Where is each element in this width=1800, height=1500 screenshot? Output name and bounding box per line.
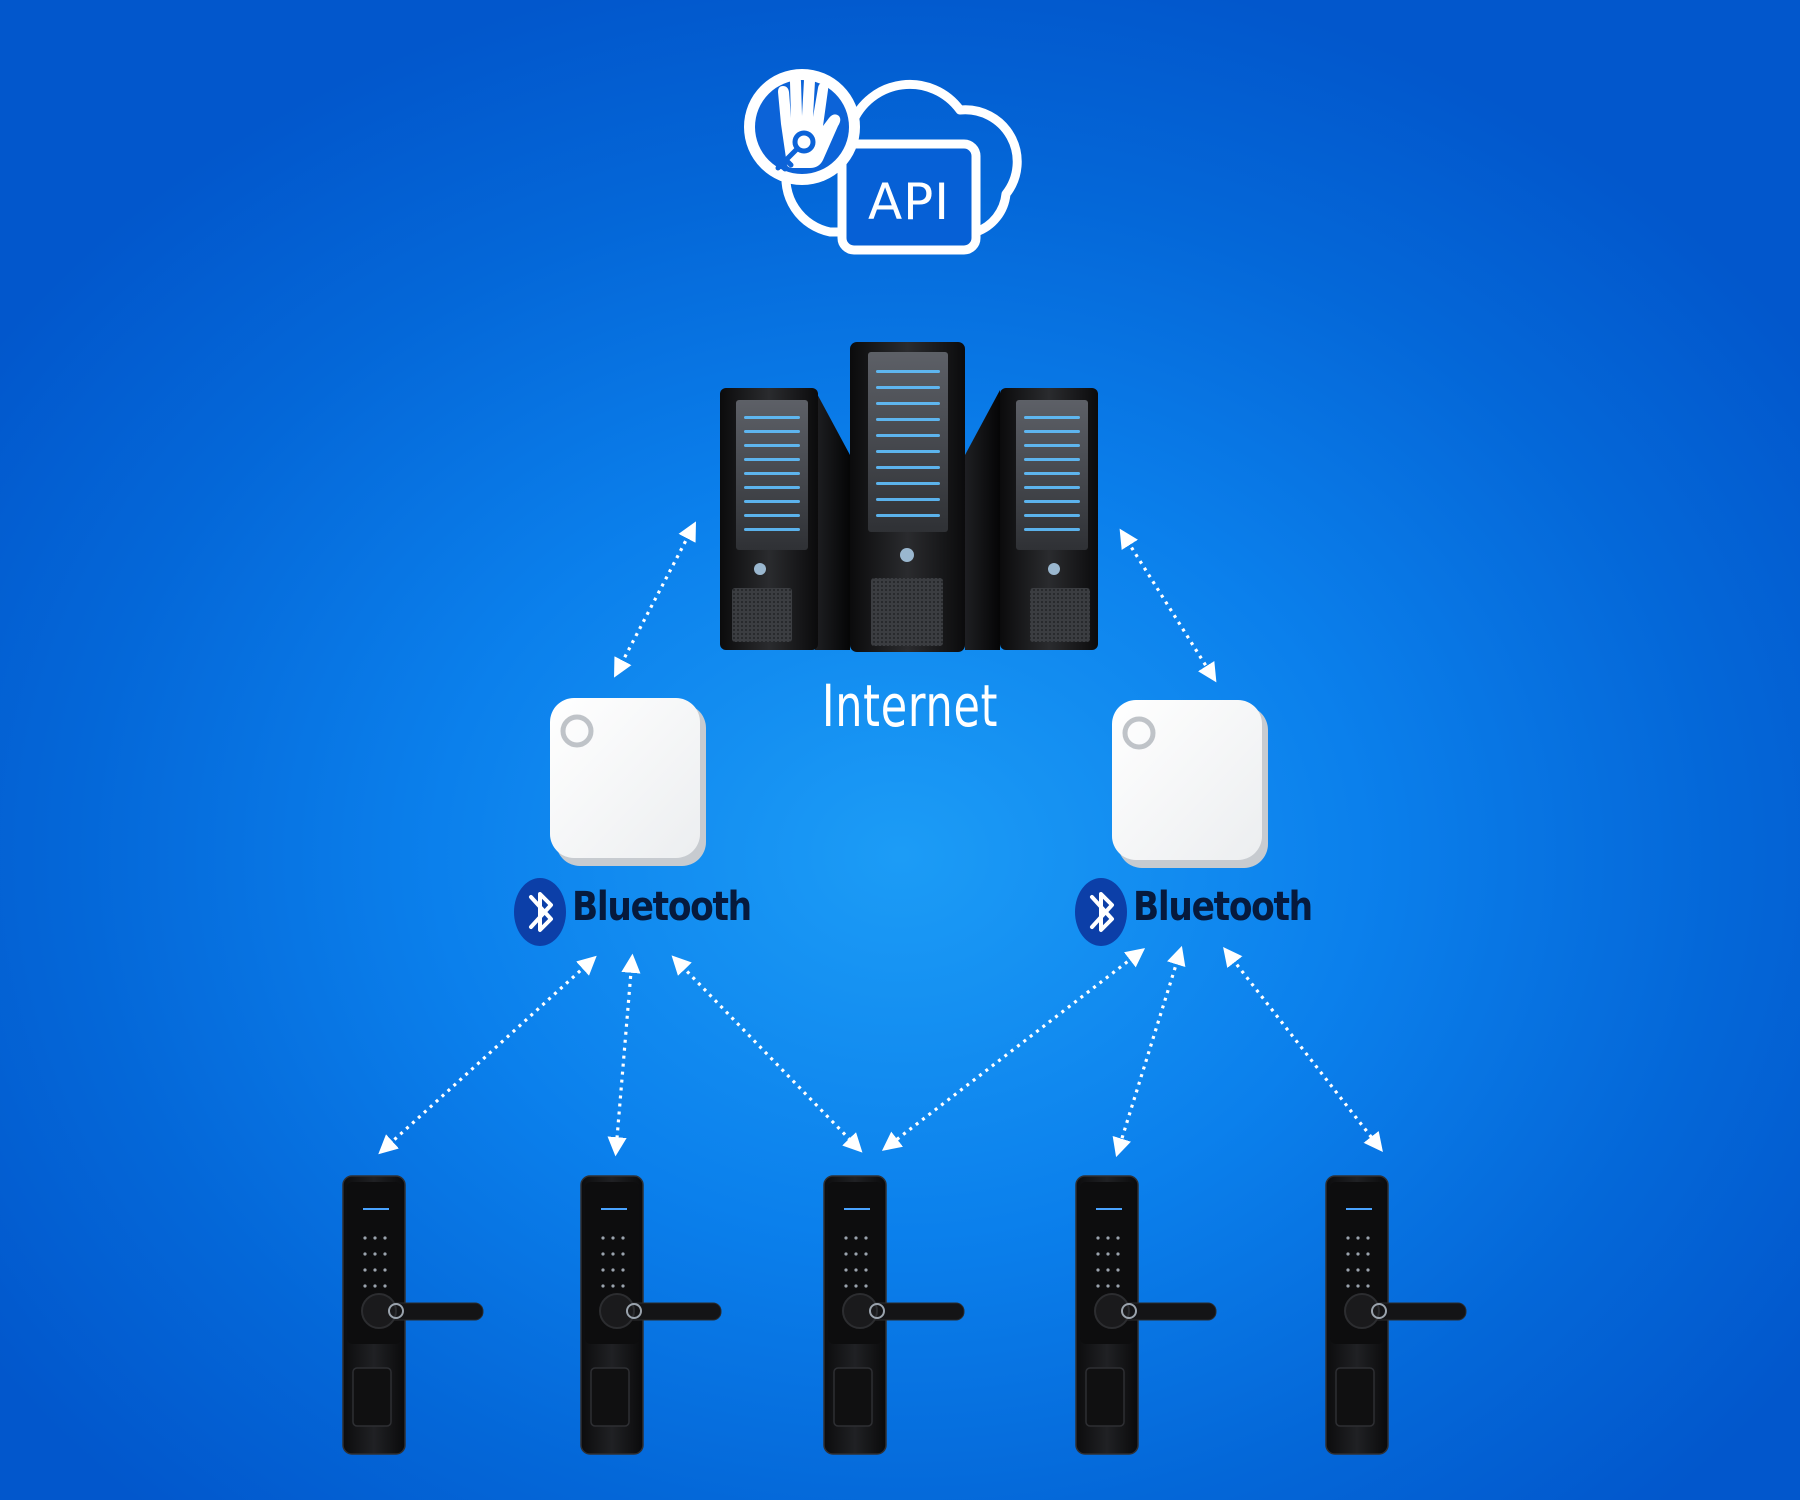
bluetooth-label-left: Bluetooth (572, 884, 780, 930)
smart-locks (342, 1175, 1467, 1455)
smart-lock-icon (342, 1175, 484, 1455)
bluetooth-icon (1075, 878, 1127, 946)
connector-gateway-right-lock-5 (1223, 946, 1383, 1153)
internet-label: Internet (821, 672, 999, 740)
connector-gateway-right-lock-4 (1112, 945, 1186, 1158)
server-right (965, 388, 1098, 650)
server-center (850, 342, 965, 652)
bluetooth-icon (514, 878, 566, 946)
connector-gateway-left-lock-2 (607, 953, 641, 1157)
connector-gateway-left-lock-1 (378, 955, 597, 1155)
cloud-api-icon: API (781, 79, 1022, 255)
api-label: API (868, 173, 950, 231)
gateway-hub-left (550, 698, 706, 866)
smart-lock-icon (580, 1175, 722, 1455)
smart-lock-icon (823, 1175, 965, 1455)
server-left (720, 388, 850, 650)
connector-gateway-left-lock-3 (671, 955, 863, 1153)
server-rack-icon (720, 342, 1098, 652)
connector-server-gateway-left (614, 521, 696, 678)
bluetooth-label-text: Bluetooth (572, 884, 752, 930)
connector-server-gateway-right (1119, 528, 1217, 683)
bluetooth-label-text: Bluetooth (1133, 884, 1313, 930)
connectors (378, 521, 1383, 1158)
smart-lock-icon (1325, 1175, 1467, 1455)
connector-gateway-right-lock-3 (881, 948, 1146, 1151)
hand-key-icon (744, 69, 860, 185)
smart-lock-icon (1075, 1175, 1217, 1455)
gateway-hub-right (1112, 700, 1268, 868)
bluetooth-label-right: Bluetooth (1133, 884, 1341, 930)
